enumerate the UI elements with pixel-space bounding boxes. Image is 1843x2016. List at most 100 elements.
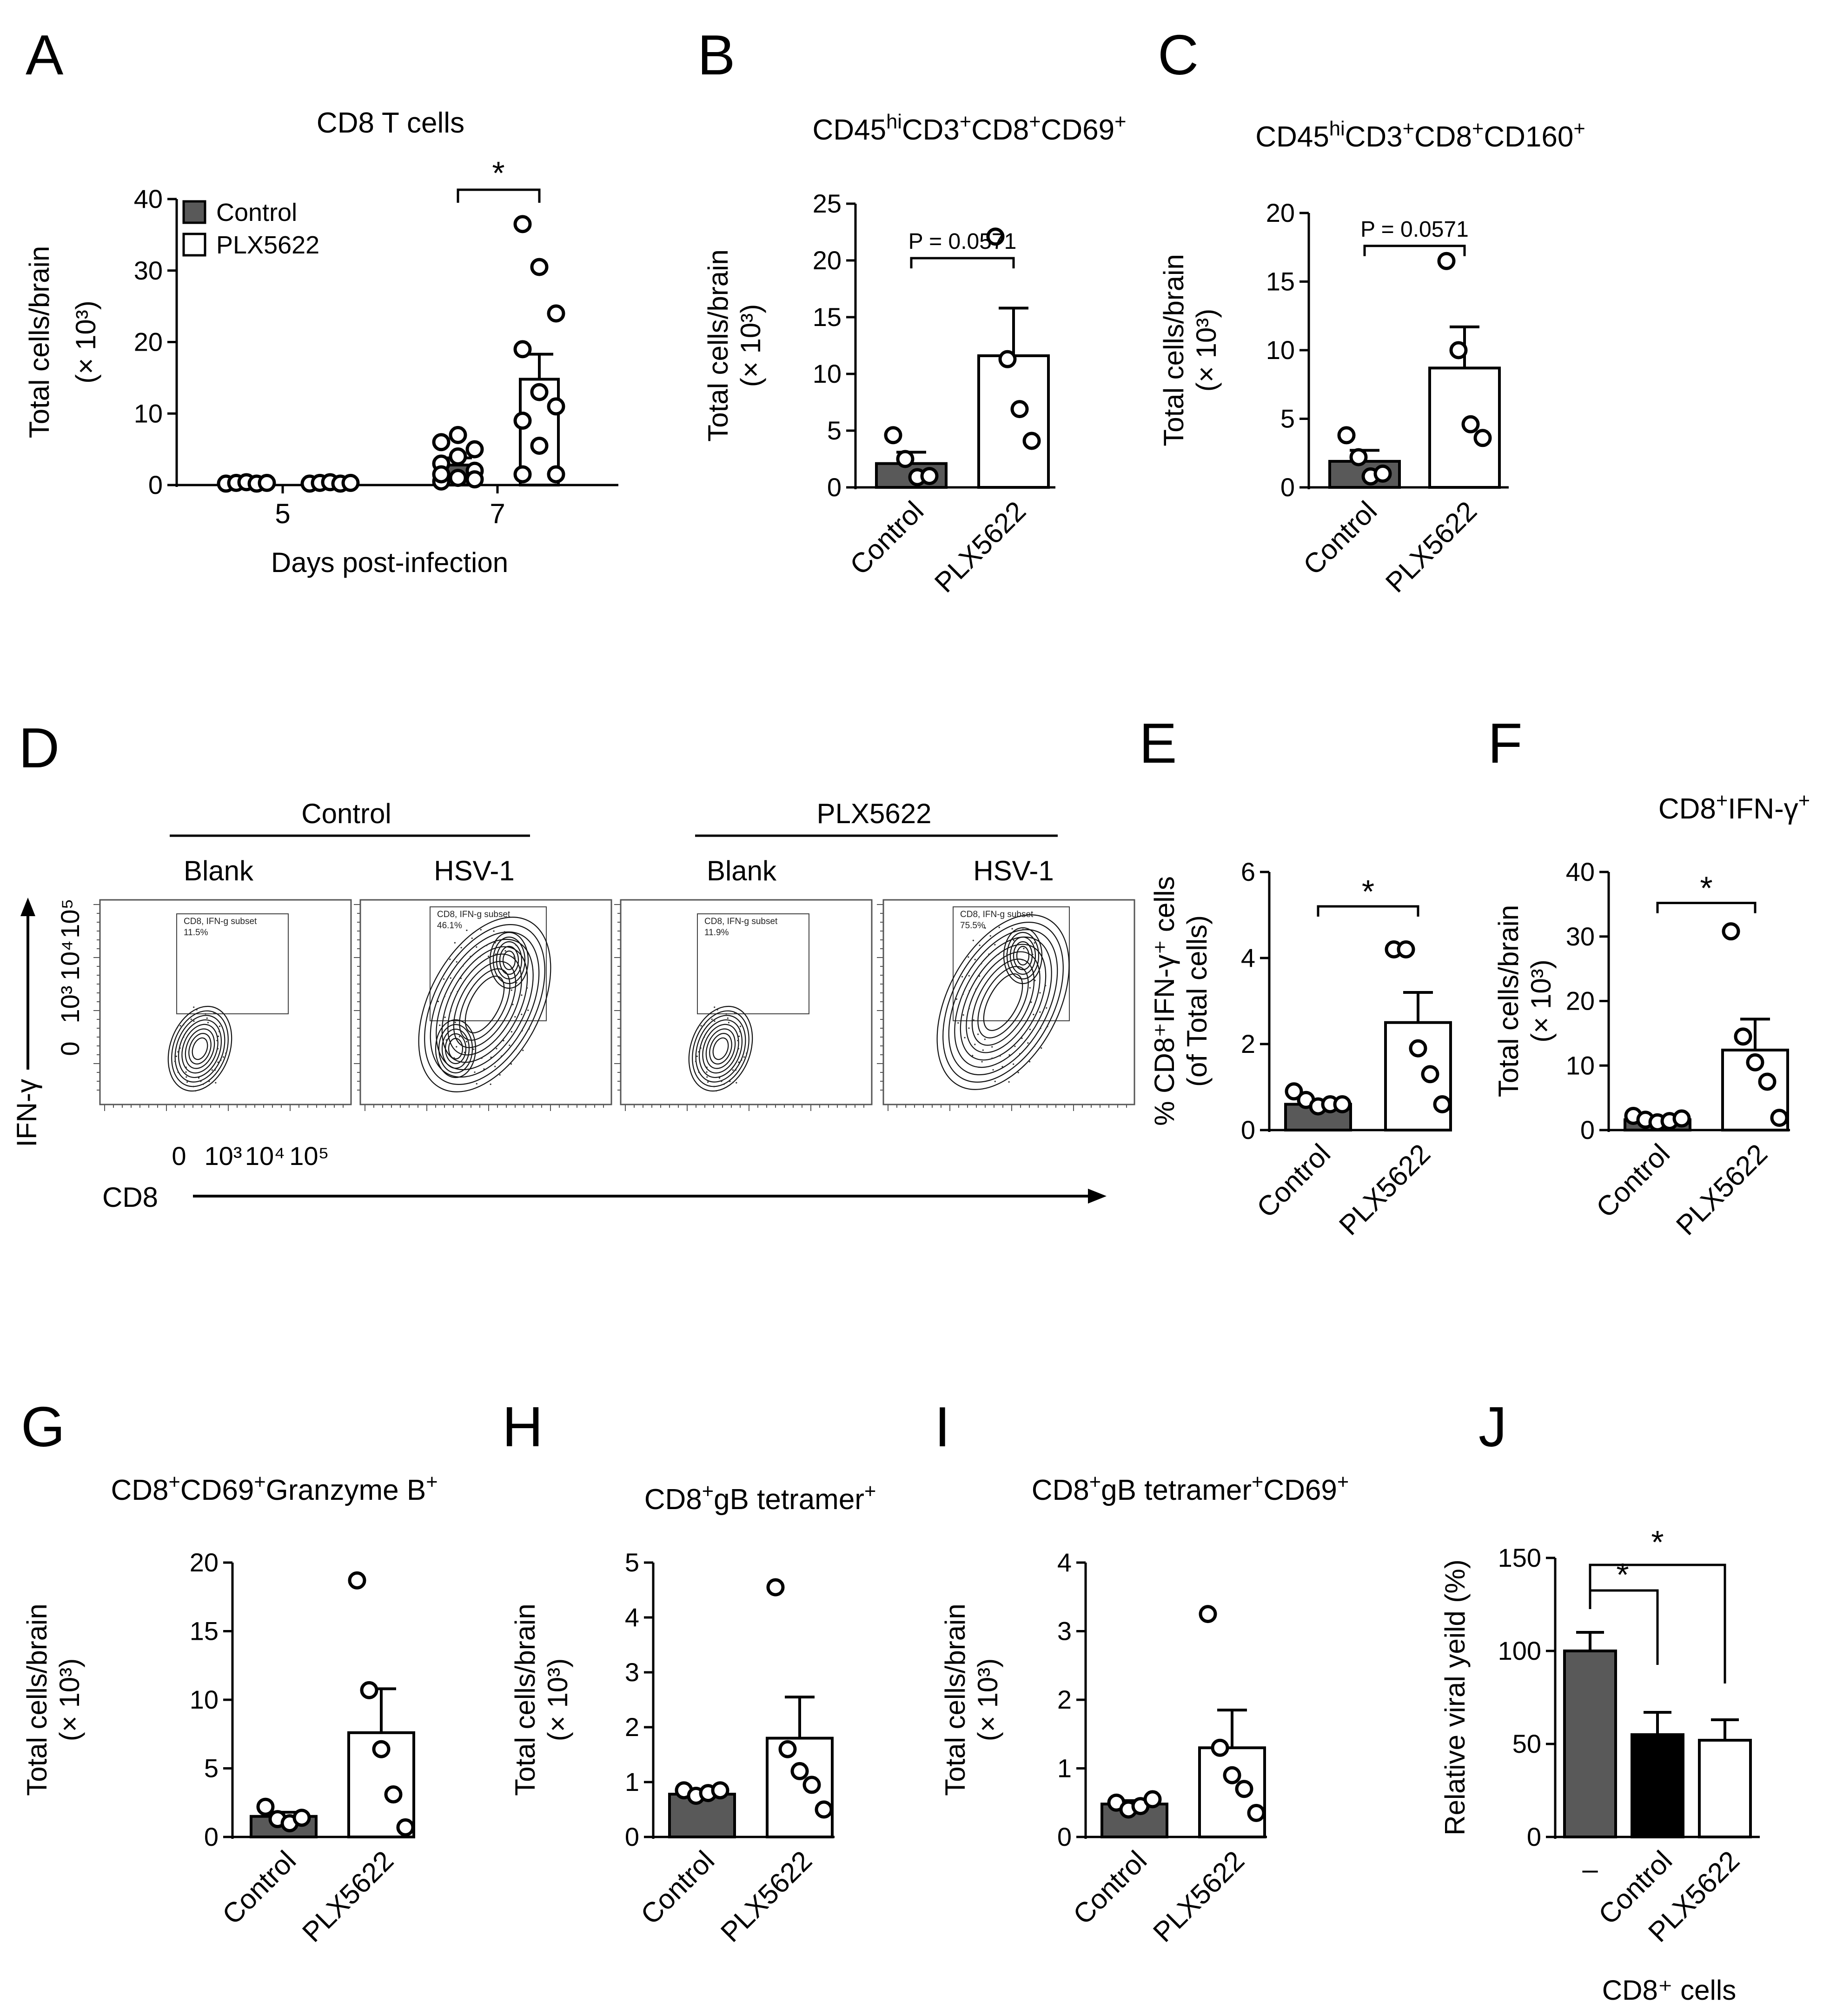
- y-axis-label-2: (of Total cells): [1181, 915, 1213, 1087]
- significance-bracket: [1589, 1589, 1659, 1665]
- y-axis-label-2: (× 10³): [1191, 309, 1222, 392]
- facs-event-dot: [968, 975, 970, 977]
- panel-label-a: A: [26, 23, 64, 86]
- facs-x-tick-label: 0: [172, 1141, 186, 1171]
- data-point: [1143, 1790, 1162, 1809]
- significance-bracket: [1317, 905, 1419, 917]
- y-axis-label: Total cells/brain: [703, 249, 734, 442]
- facs-event-dot: [471, 937, 473, 939]
- data-point: [1010, 400, 1029, 419]
- facs-event-dot: [516, 982, 517, 984]
- chart-title: CD8+gB tetramer+CD69+: [1032, 1471, 1349, 1506]
- facs-event-dot: [503, 961, 505, 963]
- facs-event-dot: [515, 944, 517, 946]
- bar: [1698, 1739, 1752, 1838]
- facs-event-dot: [177, 1051, 179, 1053]
- data-point: [711, 1781, 729, 1800]
- y-axis-label-2: (× 10³): [70, 300, 101, 383]
- y-tick-label: 0: [1527, 1822, 1541, 1851]
- data-point: [790, 1762, 809, 1780]
- facs-event-dot: [494, 942, 496, 944]
- facs-event-dot: [968, 1027, 970, 1029]
- facs-event-dot: [470, 956, 471, 958]
- facs-event-dot: [186, 1081, 188, 1083]
- facs-contour: [496, 941, 523, 980]
- facs-event-dot: [735, 1069, 737, 1071]
- facs-event-dot: [1040, 1027, 1041, 1029]
- facs-contour: [1013, 941, 1033, 971]
- data-point: [920, 467, 939, 486]
- facs-event-dot: [703, 1036, 705, 1038]
- facs-y-axis-label: IFN-γ: [11, 1079, 42, 1147]
- facs-condition-label: HSV-1: [434, 855, 514, 886]
- facs-event-dot: [437, 1000, 439, 1002]
- data-point: [1770, 1109, 1789, 1127]
- x-tick-label: Control: [844, 495, 929, 581]
- data-point: [1437, 252, 1456, 270]
- y-tick-label: 0: [204, 1822, 219, 1851]
- data-point: [432, 465, 451, 484]
- facs-event-dot: [736, 1082, 737, 1084]
- facs-event-dot: [509, 1045, 510, 1046]
- significance-label: P = 0.0571: [1360, 217, 1469, 242]
- y-tick-label: 20: [1266, 198, 1295, 227]
- facs-event-dot: [718, 1077, 721, 1079]
- facs-event-dot: [473, 1059, 475, 1062]
- facs-gate-label: CD8, IFN-g subset: [960, 910, 1034, 919]
- facs-event-dot: [480, 929, 482, 931]
- facs-event-dot: [703, 1024, 705, 1026]
- facs-event-dot: [707, 1081, 709, 1083]
- data-point: [449, 426, 467, 444]
- facs-event-dot: [454, 942, 456, 944]
- facs-event-dot: [695, 1060, 697, 1062]
- facs-event-dot: [179, 1047, 181, 1049]
- y-tick-label: 4: [1057, 1548, 1072, 1577]
- y-tick-label: 50: [1512, 1729, 1541, 1758]
- y-tick-label: 0: [148, 470, 163, 499]
- facs-event-dot: [504, 950, 506, 952]
- facs-event-dot: [1041, 1047, 1042, 1049]
- facs-event-dot: [513, 956, 515, 958]
- facs-event-dot: [450, 1010, 451, 1012]
- facs-contour: [698, 1019, 743, 1078]
- facs-event-dot: [978, 975, 981, 977]
- facs-event-dot: [213, 1012, 215, 1014]
- facs-event-dot: [444, 996, 445, 998]
- y-tick-label: 0: [1241, 1115, 1255, 1144]
- facs-event-dot: [1017, 1071, 1019, 1073]
- data-point: [547, 397, 565, 416]
- facs-event-dot: [728, 1022, 730, 1024]
- facs-event-dot: [1004, 942, 1006, 944]
- y-tick-label: 20: [134, 327, 163, 357]
- facs-event-dot: [490, 1056, 492, 1058]
- y-tick-label: 3: [625, 1657, 639, 1687]
- facs-event-dot: [1029, 1028, 1031, 1031]
- y-axis-label: Total cells/brain: [510, 1603, 541, 1796]
- chart-title: CD8 T cells: [317, 107, 464, 139]
- facs-event-dot: [977, 1033, 979, 1035]
- data-point: [530, 436, 549, 455]
- bar: [977, 354, 1050, 489]
- facs-event-dot: [454, 1021, 456, 1024]
- y-tick-label: 5: [625, 1548, 639, 1577]
- facs-event-dot: [711, 1018, 713, 1020]
- facs-event-dot: [706, 1071, 708, 1073]
- facs-event-dot: [457, 991, 458, 992]
- facs-event-dot: [449, 958, 451, 960]
- facs-contour: [178, 1019, 222, 1078]
- facs-contour: [983, 973, 1023, 1031]
- facs-event-dot: [515, 1048, 517, 1050]
- facs-event-dot: [176, 1027, 178, 1029]
- x-tick-label: PLX5622: [296, 1845, 399, 1948]
- y-axis-label: % CD8⁺IFN-γ⁺ cells: [1149, 876, 1180, 1126]
- data-point: [465, 440, 484, 459]
- facs-event-dot: [738, 1061, 740, 1063]
- facs-event-dot: [974, 1044, 976, 1045]
- facs-event-dot: [183, 1024, 185, 1026]
- facs-event-dot: [510, 1031, 512, 1033]
- facs-event-dot: [1023, 947, 1025, 950]
- panel-label-j: J: [1478, 1395, 1507, 1458]
